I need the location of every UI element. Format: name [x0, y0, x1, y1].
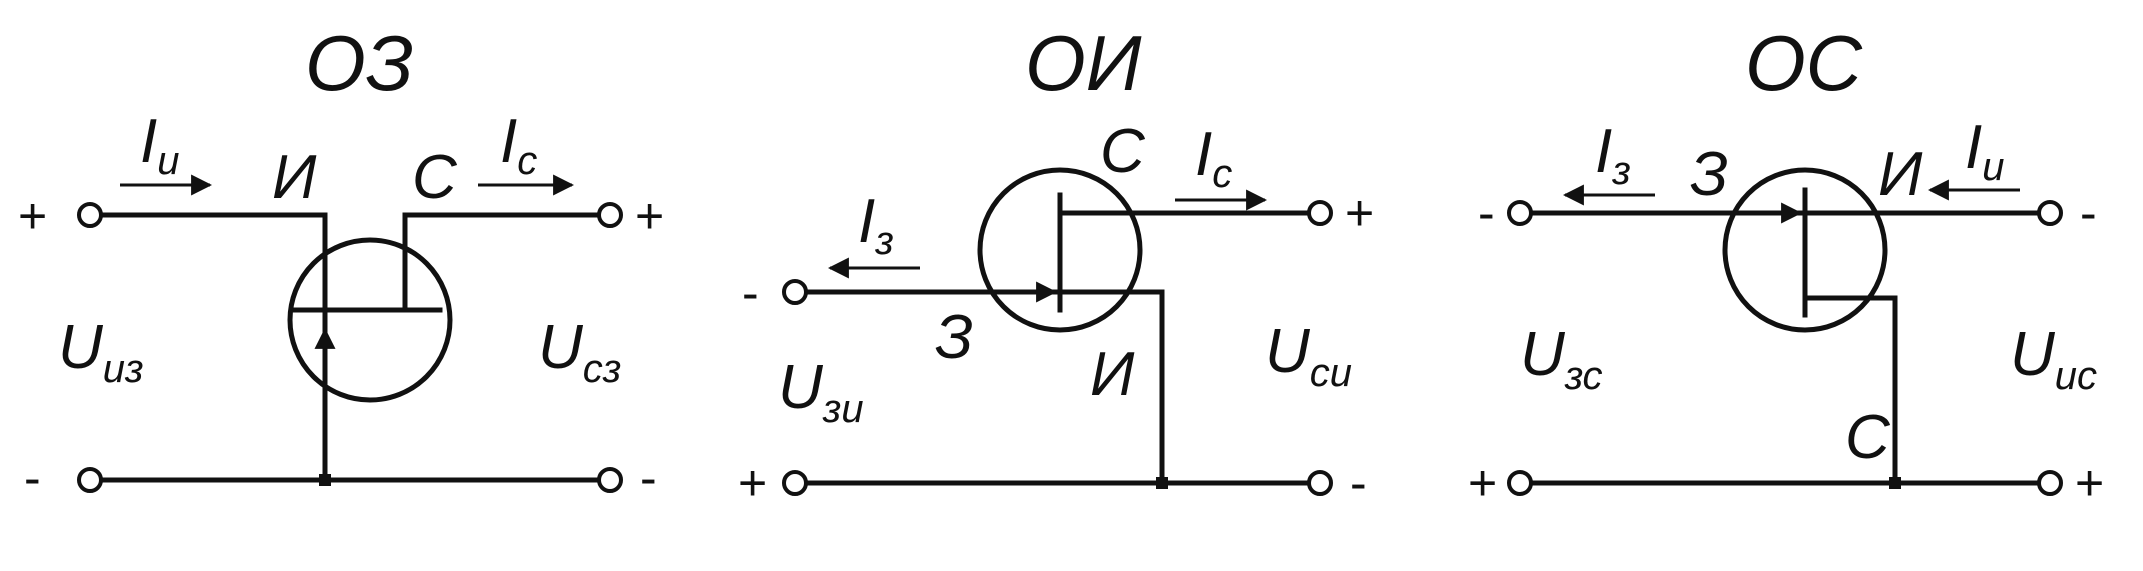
- cd-node-source: И: [1878, 140, 1923, 209]
- cs-current-out-label: Iс: [1195, 120, 1232, 196]
- cd-current-in-label: Iз: [1595, 117, 1631, 193]
- cd-terminal-out-bottom: [2037, 470, 2063, 496]
- cg-node-drain: С: [412, 143, 458, 212]
- circuit-common-source: ОИ - + + - Iз Iс З С И Uзи Uси: [738, 19, 1374, 511]
- cs-transistor-circle: [977, 167, 1143, 333]
- cd-sign-out-bottom: +: [2075, 455, 2104, 511]
- cd-voltage-in: Uзс: [1520, 320, 1603, 398]
- cd-node-drain: С: [1845, 403, 1891, 472]
- cg-node-source: И: [272, 143, 317, 212]
- cd-title: ОС: [1745, 19, 1863, 107]
- cg-sign-out-top: +: [635, 188, 664, 244]
- cg-terminal-out-top: [597, 202, 623, 228]
- cg-title: ОЗ: [305, 19, 414, 107]
- cd-terminal-in-bottom: [1507, 470, 1533, 496]
- cd-sign-out-top: -: [2080, 185, 2097, 241]
- cg-terminal-in-bottom: [77, 467, 103, 493]
- cs-node-gate: З: [935, 303, 973, 372]
- circuit-common-gate: ОЗ + - + - Iи Iс И С Uиз Uсз: [18, 19, 664, 506]
- cd-voltage-out: Uис: [2010, 320, 2097, 398]
- cg-sign-in-bottom: -: [24, 450, 41, 506]
- cs-sign-out-top: +: [1345, 185, 1374, 241]
- cd-transistor-circle: [1722, 167, 1888, 333]
- cg-sign-out-bottom: -: [640, 450, 657, 506]
- cd-sign-in-top: -: [1478, 185, 1495, 241]
- cs-junction-dot: [1156, 477, 1168, 489]
- cs-terminal-out-top: [1307, 200, 1333, 226]
- cs-voltage-in: Uзи: [778, 353, 864, 431]
- cg-terminal-out-bottom: [597, 467, 623, 493]
- cd-current-out-label: Iи: [1965, 113, 2004, 189]
- cs-title: ОИ: [1025, 19, 1142, 107]
- cg-current-in-label: Iи: [140, 107, 179, 183]
- circuit-common-drain: ОС - + - + Iз Iи З И С Uзс Uис: [1468, 19, 2104, 511]
- cg-transistor-circle: [287, 237, 453, 403]
- cg-source-wire: [97, 212, 328, 323]
- cg-voltage-out: Uсз: [538, 313, 621, 391]
- cs-sign-in-top: -: [742, 265, 759, 321]
- cs-node-source: И: [1090, 340, 1135, 409]
- cs-node-drain: С: [1100, 117, 1146, 186]
- cd-node-gate: З: [1690, 140, 1728, 209]
- cg-sign-in-top: +: [18, 188, 47, 244]
- cd-junction-dot: [1889, 477, 1901, 489]
- cd-drain-wire: [1802, 295, 1898, 486]
- cs-source-wire: [1057, 289, 1165, 486]
- cs-sign-in-bottom: +: [738, 455, 767, 511]
- cs-current-in-label: Iз: [858, 187, 894, 263]
- cg-voltage-in: Uиз: [58, 313, 144, 391]
- cs-terminal-in-bottom: [782, 470, 808, 496]
- cd-sign-in-bottom: +: [1468, 455, 1497, 511]
- cd-terminal-in-top: [1507, 200, 1533, 226]
- cs-voltage-out: Uси: [1265, 317, 1352, 395]
- cg-terminal-in-top: [77, 202, 103, 228]
- cg-junction-dot: [319, 474, 331, 486]
- cs-sign-out-bottom: -: [1350, 455, 1367, 511]
- cd-terminal-out-top: [2037, 200, 2063, 226]
- cg-current-out-label: Iс: [500, 107, 537, 183]
- cs-terminal-in-top: [782, 279, 808, 305]
- cs-terminal-out-bottom: [1307, 470, 1333, 496]
